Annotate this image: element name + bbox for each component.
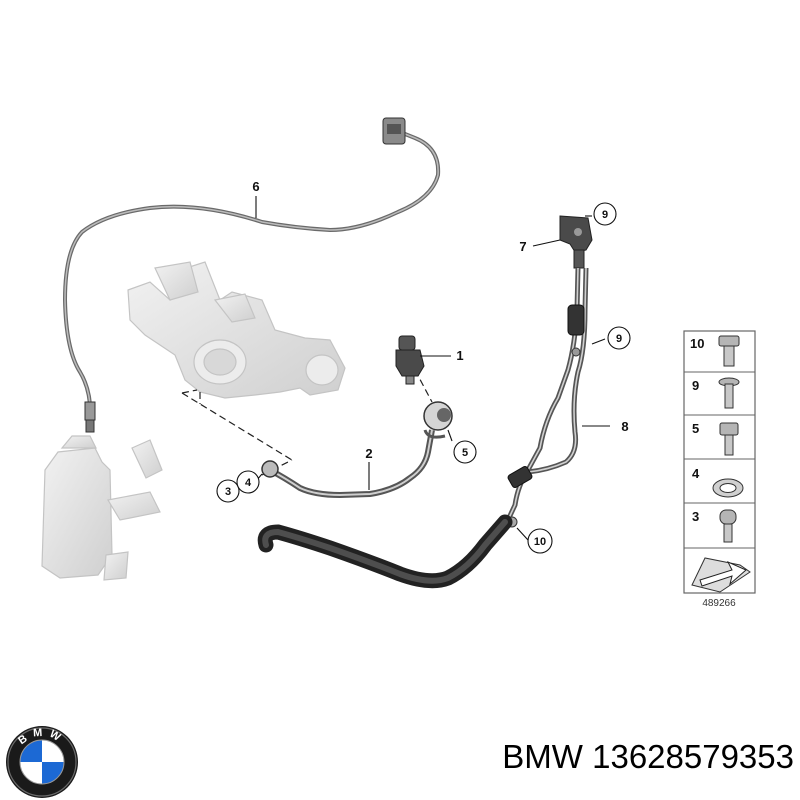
sensor-tip bbox=[84, 401, 96, 433]
pressure-sensor bbox=[395, 335, 425, 385]
callout-4: 4 bbox=[236, 470, 260, 494]
bmw-logo-icon: BMW bbox=[6, 726, 78, 798]
egr-cooler bbox=[41, 435, 163, 581]
svg-text:10: 10 bbox=[534, 536, 546, 548]
legend-item-9: 9 bbox=[692, 378, 699, 393]
vacuum-lines bbox=[505, 267, 589, 528]
callout-7: 7 bbox=[519, 239, 526, 254]
reference-code: 489266 bbox=[702, 598, 736, 609]
banjo-fitting-right bbox=[423, 401, 453, 439]
callout-10: 10 bbox=[527, 528, 553, 554]
washer-icon bbox=[712, 478, 744, 498]
coolant-hose bbox=[257, 514, 513, 589]
exhaust-manifold bbox=[127, 261, 346, 399]
arrow-icon bbox=[691, 557, 751, 593]
legend-item-10: 10 bbox=[690, 336, 704, 351]
sensor-holder bbox=[559, 215, 593, 269]
bolt-5-icon bbox=[719, 422, 739, 456]
legend-item-5: 5 bbox=[692, 421, 699, 436]
callout-8: 8 bbox=[621, 419, 628, 434]
callout-2: 2 bbox=[365, 446, 372, 461]
leader-lines bbox=[255, 196, 610, 541]
svg-text:9: 9 bbox=[602, 209, 608, 221]
callout-9-mid: 9 bbox=[607, 326, 631, 350]
callout-6: 6 bbox=[252, 179, 259, 194]
svg-text:3: 3 bbox=[225, 486, 231, 498]
legend-panel: 10 9 5 4 3 bbox=[683, 330, 756, 594]
callout-1: 1 bbox=[456, 348, 463, 363]
cable-connector bbox=[382, 117, 406, 145]
callout-5: 5 bbox=[453, 440, 477, 464]
bolt-9-icon bbox=[718, 377, 740, 409]
svg-text:4: 4 bbox=[245, 477, 252, 489]
part-number-caption: BMW 13628579353 bbox=[502, 738, 794, 775]
legend-item-4: 4 bbox=[692, 466, 700, 481]
callout-9-top: 9 bbox=[593, 202, 617, 226]
bolt-10-icon bbox=[718, 335, 740, 367]
banjo-fitting-left bbox=[261, 460, 279, 478]
banjo-bolt-icon bbox=[719, 509, 737, 543]
svg-text:5: 5 bbox=[462, 447, 468, 459]
svg-text:9: 9 bbox=[616, 333, 622, 345]
callout-3: 3 bbox=[216, 479, 240, 503]
legend-item-3: 3 bbox=[692, 509, 699, 524]
